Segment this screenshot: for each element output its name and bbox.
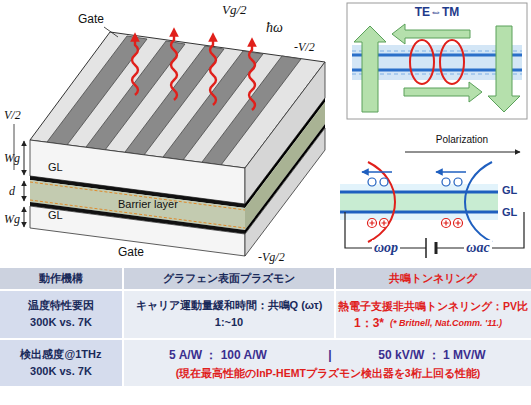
graphene-line <box>340 191 498 194</box>
table-cell: 50 kV/W ： 1 MV/W <box>378 348 485 362</box>
electron <box>442 178 450 186</box>
table-row-head <box>0 291 122 338</box>
table-cell: 動作機構 <box>39 272 83 285</box>
layer-name: GL <box>48 161 63 174</box>
table-cell <box>336 291 531 338</box>
photon-arrow <box>249 42 255 110</box>
photon-arrow <box>210 37 216 105</box>
dimension-arrow <box>24 141 25 175</box>
table-cell: 300K vs. 7K <box>30 365 92 378</box>
frequency-label: ωop <box>372 240 400 257</box>
table-cell: グラフェン表面プラズモン <box>163 272 295 285</box>
part-name: Gate <box>78 12 104 26</box>
electron <box>368 178 376 186</box>
glow-band <box>340 212 498 220</box>
table-cell: 1：3* <box>354 316 384 330</box>
table-note: (現在最高性能のInP-HEMTプラズモン検出器を3桁上回る性能) <box>176 367 480 380</box>
hole-sign <box>370 221 461 226</box>
layer-name: GL <box>502 184 517 197</box>
dimension-label: Wg <box>4 151 20 165</box>
table-cell: キャリア運動量緩和時間：共鳴Q (ωτ) <box>136 299 323 312</box>
glow-band <box>340 184 498 192</box>
table-cell: 熱電子支援非共鳴トンネリング：PV比 <box>338 300 528 313</box>
photon-label: ħω <box>266 20 283 37</box>
voltage-label: -Vg/2 <box>258 250 285 264</box>
field-loop <box>410 40 434 84</box>
battery-plate <box>425 238 427 258</box>
dimension-label: Wg <box>4 212 20 226</box>
leader-line <box>104 27 118 37</box>
electron <box>380 178 388 186</box>
frequency-label: ωac <box>464 240 491 257</box>
table-row-head <box>0 340 122 386</box>
table-cell <box>124 291 334 338</box>
inset-frame <box>347 3 527 119</box>
drift-arrow <box>436 171 466 173</box>
table-header-cell <box>124 268 334 289</box>
table-separator: | <box>328 348 331 362</box>
voltage-label: V/2 <box>4 108 21 122</box>
photon-arrow <box>132 37 138 95</box>
inset-title: TE⇔TM <box>415 5 460 19</box>
table-header-cell <box>336 268 531 289</box>
wave-arrow-down <box>488 26 520 112</box>
photon-arrow <box>171 32 177 100</box>
table-cell <box>124 340 531 386</box>
layer-name: Barrier layer <box>118 198 178 211</box>
holes <box>368 219 463 228</box>
dimension-arrow <box>24 207 25 227</box>
electron <box>454 178 462 186</box>
electrons <box>368 178 462 186</box>
barrier-band <box>340 192 498 212</box>
wave-arrow-up <box>354 26 386 112</box>
part-name: Gate <box>118 245 144 259</box>
table-cell: 5 A/W ： 100 A/W <box>169 348 267 362</box>
wave-arrow-left <box>392 24 470 44</box>
axis-label: Polarization <box>436 134 488 146</box>
table-header-cell <box>0 268 122 289</box>
dimension-arrow <box>24 181 25 201</box>
dimension-label: d <box>9 184 15 198</box>
voltage-label: -V/2 <box>294 40 315 54</box>
photon-arrows <box>132 32 255 110</box>
layer-name: GL <box>502 206 517 219</box>
battery-plate <box>435 242 438 254</box>
drift-arrow <box>362 171 392 173</box>
mode-profile <box>465 162 492 242</box>
layer-name: GL <box>48 209 63 222</box>
table-cell: 300K vs. 7K <box>30 316 92 329</box>
table-cell: 温度特性要因 <box>28 299 94 312</box>
mode-profile <box>368 162 395 242</box>
voltage-label: Vg/2 <box>222 2 247 18</box>
side-lower <box>245 128 325 256</box>
polarization-arrow <box>405 152 520 153</box>
field-loop <box>440 40 464 84</box>
table-cell: 検出感度@1THz <box>20 348 101 361</box>
citation-note: (* Britnell, Nat.Comm. '11.) <box>390 318 502 329</box>
table-cell: 共鳴トンネリング <box>389 272 477 285</box>
wave-arrow-right <box>404 82 482 102</box>
table-cell: 1:~10 <box>215 316 243 329</box>
graphene-line <box>340 211 498 214</box>
